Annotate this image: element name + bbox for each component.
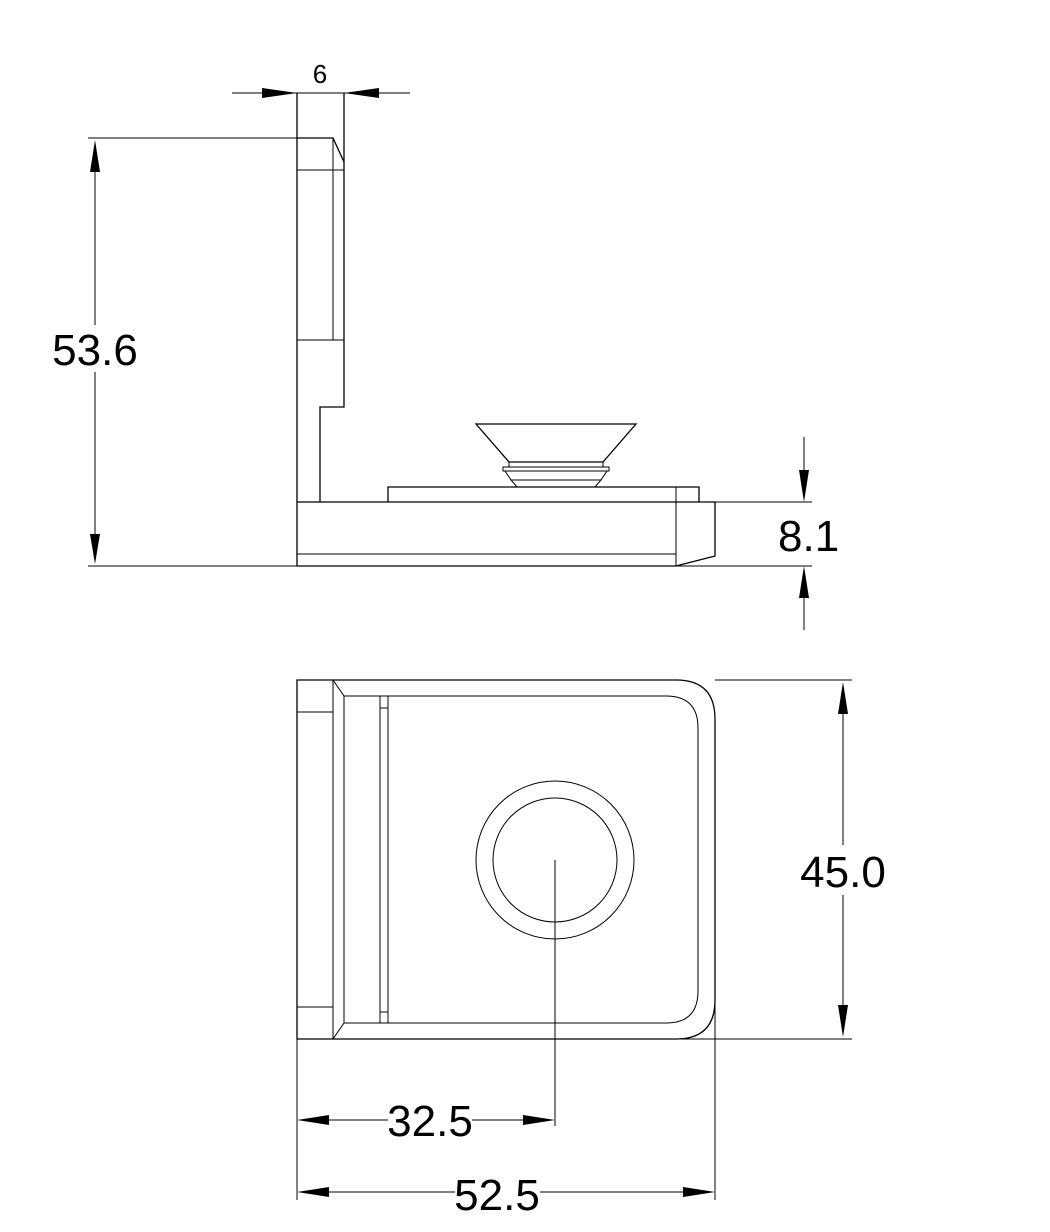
- dim-label-53-6: 53.6: [52, 326, 138, 375]
- vertical-leg-outline: [297, 137, 345, 502]
- plan-view: 45.0 32.5 52.5: [296, 679, 886, 1220]
- base-plate-outline: [297, 501, 716, 567]
- dim-label-6: 6: [313, 59, 327, 89]
- dimension-top-width: 6: [232, 59, 410, 98]
- dim-label-8-1: 8.1: [778, 512, 839, 561]
- plan-outline: [296, 679, 716, 1040]
- dim-label-45-0: 45.0: [800, 848, 886, 897]
- top-pad: [387, 486, 700, 502]
- dim-label-52-5: 52.5: [454, 1171, 540, 1220]
- dimension-overall-length: 52.5: [297, 1000, 716, 1220]
- dim-label-32-5: 32.5: [387, 1097, 473, 1146]
- suction-cup: [474, 423, 638, 488]
- dimension-base-thickness: 8.1: [676, 437, 839, 630]
- dimension-overall-height: 53.6: [52, 137, 333, 567]
- dimension-plan-depth: 45.0: [297, 679, 886, 1040]
- dimension-hole-offset: 32.5: [296, 860, 556, 1200]
- plan-inner-rim: [344, 695, 699, 1024]
- side-view: 6 53.6 8.1: [52, 59, 839, 630]
